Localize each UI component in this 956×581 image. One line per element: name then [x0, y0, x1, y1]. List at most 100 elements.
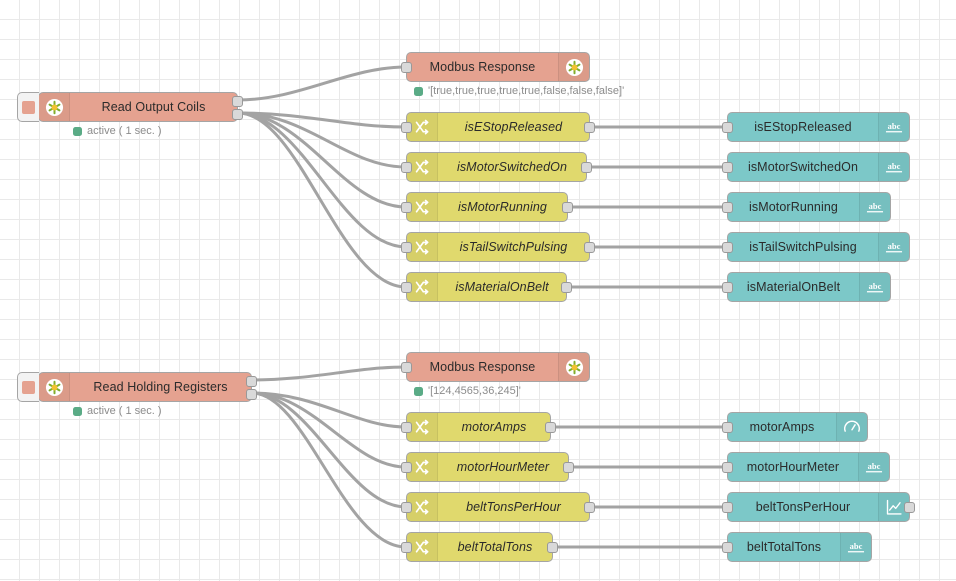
node-read-holding-registers[interactable]: Read Holding Registers active ( 1 sec. ) — [17, 372, 257, 417]
input-port[interactable] — [401, 62, 412, 73]
input-port[interactable] — [722, 462, 733, 473]
node-ui-text-belt-total-tons[interactable]: beltTotalTons abc — [722, 532, 872, 562]
output-port[interactable] — [584, 242, 595, 253]
output-port[interactable] — [584, 502, 595, 513]
status-text: '[124,4565,36,245]' — [428, 385, 521, 397]
change-swap-icon — [407, 453, 438, 481]
node-ui-text-is-tail-switch-pulsing[interactable]: isTailSwitchPulsing abc — [722, 232, 910, 262]
svg-text:abc: abc — [850, 541, 863, 551]
node-change-is-tail-switch-pulsing[interactable]: isTailSwitchPulsing — [401, 232, 595, 262]
input-port[interactable] — [401, 462, 412, 473]
node-status: '[true,true,true,true,true,false,false,f… — [414, 85, 624, 97]
input-port[interactable] — [401, 242, 412, 253]
output-port[interactable] — [584, 122, 595, 133]
node-modbus-response-registers[interactable]: Modbus Response '[124,4565,36,245]' — [401, 352, 590, 397]
node-label: Modbus Response — [429, 60, 536, 74]
node-label: beltTotalTons — [457, 540, 533, 554]
node-status: active ( 1 sec. ) — [73, 405, 162, 417]
svg-text:abc: abc — [868, 461, 881, 471]
input-port[interactable] — [401, 162, 412, 173]
node-ui-text-is-motor-running[interactable]: isMotorRunning abc — [722, 192, 891, 222]
node-change-is-material-on-belt[interactable]: isMaterialOnBelt — [401, 272, 572, 302]
node-change-motor-amps[interactable]: motorAmps — [401, 412, 556, 442]
node-label: isTailSwitchPulsing — [459, 240, 568, 254]
input-port[interactable] — [722, 162, 733, 173]
node-status: active ( 1 sec. ) — [73, 125, 162, 137]
input-port[interactable] — [722, 542, 733, 553]
node-label: beltTotalTons — [746, 540, 822, 554]
status-dot — [73, 406, 82, 416]
svg-text:abc: abc — [888, 241, 901, 251]
status-dot — [73, 126, 82, 136]
input-port[interactable] — [401, 502, 412, 513]
change-swap-icon — [407, 413, 438, 441]
node-ui-text-is-motor-switched-on[interactable]: isMotorSwitchedOn abc — [722, 152, 910, 182]
input-port[interactable] — [401, 202, 412, 213]
input-port[interactable] — [722, 242, 733, 253]
node-label: isMotorSwitchedOn — [456, 160, 568, 174]
input-port[interactable] — [401, 122, 412, 133]
node-ui-gauge-motor-amps[interactable]: motorAmps — [722, 412, 868, 442]
output-port[interactable] — [904, 502, 915, 513]
output-port[interactable] — [545, 422, 556, 433]
node-change-belt-tons-per-hour[interactable]: beltTonsPerHour — [401, 492, 595, 522]
output-port[interactable] — [563, 462, 574, 473]
node-label: isTailSwitchPulsing — [749, 240, 857, 254]
inject-button[interactable] — [17, 92, 39, 122]
status-dot — [414, 86, 423, 96]
node-label: isMotorRunning — [749, 200, 838, 214]
change-swap-icon — [407, 493, 438, 521]
abc-text-icon: abc — [858, 453, 889, 481]
svg-text:abc: abc — [869, 281, 882, 291]
status-dot — [414, 386, 423, 396]
node-change-motor-hour-meter[interactable]: motorHourMeter — [401, 452, 574, 482]
node-change-is-motor-switched-on[interactable]: isMotorSwitchedOn — [401, 152, 592, 182]
output-port-1[interactable] — [246, 376, 257, 387]
node-status: '[124,4565,36,245]' — [414, 385, 521, 397]
node-change-is-estop-released[interactable]: isEStopReleased — [401, 112, 595, 142]
output-port-2[interactable] — [246, 389, 257, 400]
node-label: isMotorRunning — [458, 200, 547, 214]
input-port[interactable] — [722, 502, 733, 513]
node-ui-text-motor-hour-meter[interactable]: motorHourMeter abc — [722, 452, 890, 482]
change-swap-icon — [407, 113, 438, 141]
svg-text:abc: abc — [888, 161, 901, 171]
output-port-2[interactable] — [232, 109, 243, 120]
abc-text-icon: abc — [878, 113, 909, 141]
node-ui-text-is-estop-released[interactable]: isEStopReleased abc — [722, 112, 910, 142]
node-change-is-motor-running[interactable]: isMotorRunning — [401, 192, 573, 222]
input-port[interactable] — [401, 282, 412, 293]
node-label: beltTonsPerHour — [755, 500, 851, 514]
input-port[interactable] — [401, 362, 412, 373]
output-port[interactable] — [547, 542, 558, 553]
node-read-output-coils[interactable]: Read Output Coils active ( 1 sec. ) — [17, 92, 243, 137]
gauge-icon — [836, 413, 867, 441]
input-port[interactable] — [401, 422, 412, 433]
output-port[interactable] — [581, 162, 592, 173]
input-port[interactable] — [722, 282, 733, 293]
status-text: active ( 1 sec. ) — [87, 125, 162, 137]
abc-text-icon: abc — [840, 533, 871, 561]
abc-text-icon: abc — [859, 273, 890, 301]
node-ui-text-is-material-on-belt[interactable]: isMaterialOnBelt abc — [722, 272, 891, 302]
output-port[interactable] — [561, 282, 572, 293]
node-label: isEStopReleased — [754, 120, 852, 134]
modbus-flower-icon — [39, 93, 70, 121]
node-label: motorHourMeter — [456, 460, 550, 474]
node-label: isMaterialOnBelt — [455, 280, 549, 294]
output-port-1[interactable] — [232, 96, 243, 107]
node-change-belt-total-tons[interactable]: beltTotalTons — [401, 532, 558, 562]
node-modbus-response-coils[interactable]: Modbus Response '[true,true,true,true,tr… — [401, 52, 624, 97]
change-swap-icon — [407, 233, 438, 261]
svg-text:abc: abc — [888, 121, 901, 131]
input-port[interactable] — [722, 202, 733, 213]
inject-button[interactable] — [17, 372, 39, 402]
input-port[interactable] — [722, 422, 733, 433]
node-label: isEStopReleased — [464, 120, 563, 134]
output-port[interactable] — [562, 202, 573, 213]
input-port[interactable] — [722, 122, 733, 133]
node-ui-chart-belt-tons-per-hour[interactable]: beltTonsPerHour — [722, 492, 915, 522]
node-label: isMotorSwitchedOn — [747, 160, 859, 174]
input-port[interactable] — [401, 542, 412, 553]
